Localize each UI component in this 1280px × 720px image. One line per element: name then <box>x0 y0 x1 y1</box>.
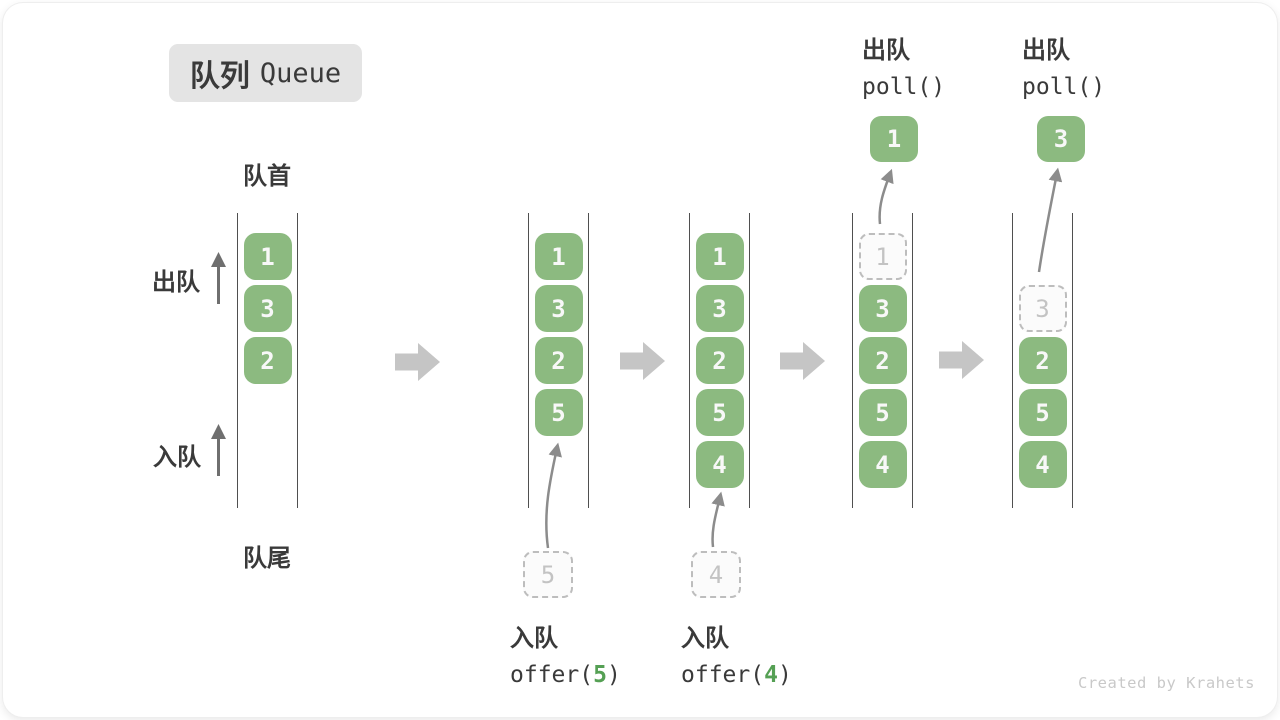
queue-item: 2 <box>695 337 744 384</box>
operation-action-label: 出队 <box>862 37 910 64</box>
queue-rear-label: 队尾 <box>243 545 291 572</box>
incoming-item-4: 4 <box>691 551 741 598</box>
dequeue-side-label: 出队 <box>152 269 200 296</box>
queue-item: 2 <box>1018 337 1067 384</box>
step-arrow-icon <box>780 342 825 380</box>
operation-offer-5: 入队 offer(5) <box>510 618 621 688</box>
step-arrow-icon <box>620 342 665 380</box>
call-suffix: ) <box>777 662 792 688</box>
operation-poll-1: 出队 poll() <box>862 30 945 100</box>
queue-item: 2 <box>858 337 907 384</box>
enqueue-side-label: 入队 <box>153 444 201 471</box>
queue-item: 1 <box>695 233 744 280</box>
queue-item: 4 <box>858 441 907 488</box>
enqueue-4-arrow-icon <box>711 491 725 548</box>
title-badge: 队列 Queue <box>169 44 362 102</box>
polled-item-1: 1 <box>870 116 918 162</box>
queue-item: 3 <box>858 285 907 332</box>
operation-call-label: offer(4) <box>681 662 792 688</box>
step-arrow-icon <box>939 341 984 379</box>
queue-item: 4 <box>695 441 744 488</box>
call-arg: 5 <box>593 662 607 688</box>
call-prefix: offer( <box>510 662 594 688</box>
operation-call-label: poll() <box>1022 74 1106 100</box>
queue-item: 3 <box>695 285 744 332</box>
enqueue-5-arrow-icon <box>545 442 562 549</box>
queue-state-5: 3 2 5 4 <box>1012 213 1073 508</box>
operation-poll-2: 出队 poll() <box>1022 30 1105 100</box>
operation-action-label: 入队 <box>681 625 729 652</box>
watermark: Created by Krahets <box>1078 674 1255 692</box>
queue-item: 5 <box>1018 389 1067 436</box>
queue-item: 2 <box>534 337 583 384</box>
call-suffix: ) <box>606 662 621 688</box>
queue-item-removed: 1 <box>858 233 907 280</box>
title-en: Queue <box>259 57 342 89</box>
incoming-item-5: 5 <box>523 551 573 598</box>
queue-item: 5 <box>534 389 583 436</box>
queue-item: 3 <box>534 285 583 332</box>
queue-item: 1 <box>534 233 583 280</box>
queue-state-2: 1 3 2 5 <box>528 213 589 508</box>
operation-action-label: 出队 <box>1022 37 1070 64</box>
queue-front-label: 队首 <box>243 163 291 190</box>
title-zh: 队列 <box>189 60 250 93</box>
call-arg: 4 <box>764 662 778 688</box>
queue-state-4: 1 3 2 5 4 <box>852 213 913 508</box>
queue-item: 5 <box>695 389 744 436</box>
queue-item: 2 <box>243 337 292 384</box>
queue-item: 3 <box>243 285 292 332</box>
queue-item: 5 <box>858 389 907 436</box>
queue-state-3: 1 3 2 5 4 <box>689 213 750 508</box>
step-arrow-icon <box>395 343 440 381</box>
polled-item-3: 3 <box>1037 116 1085 162</box>
poll-1-arrow-icon <box>878 168 894 225</box>
queue-state-1: 1 3 2 <box>237 213 298 508</box>
queue-item-removed: 3 <box>1018 285 1067 332</box>
operation-call-label: poll() <box>862 74 946 100</box>
queue-item: 4 <box>1018 441 1067 488</box>
operation-call-label: offer(5) <box>510 662 621 688</box>
call-prefix: offer( <box>681 662 765 688</box>
operation-offer-4: 入队 offer(4) <box>681 618 792 688</box>
operation-action-label: 入队 <box>510 625 558 652</box>
queue-item: 1 <box>243 233 292 280</box>
poll-3-arrow-icon <box>1037 167 1063 273</box>
